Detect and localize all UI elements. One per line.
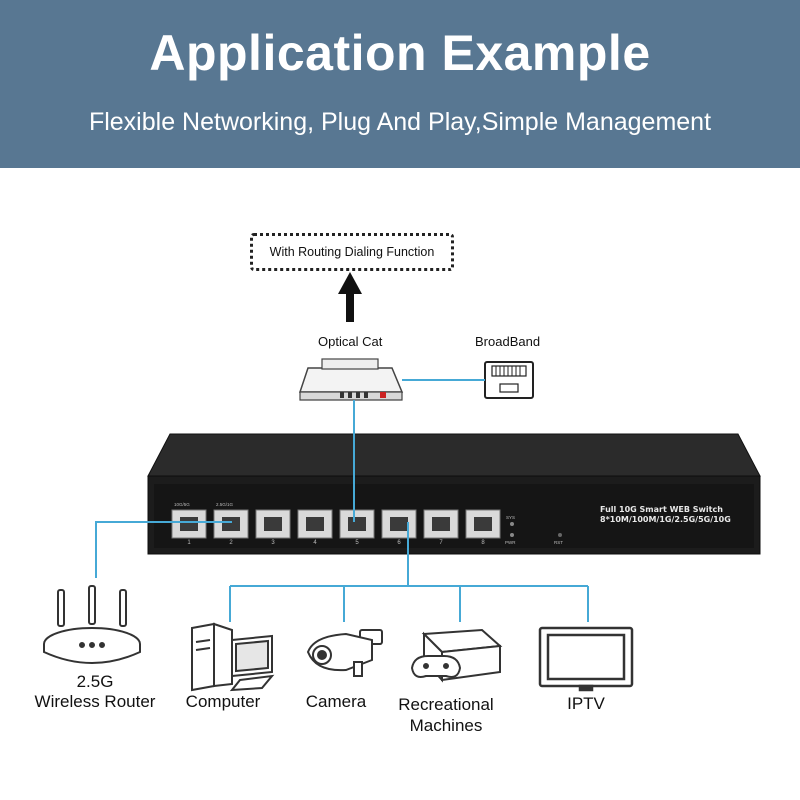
link-router xyxy=(95,521,232,578)
computer-label: Computer xyxy=(185,692,261,711)
port-number: 5 xyxy=(355,540,359,546)
header-banner: Application Example Flexible Networking,… xyxy=(0,0,800,168)
up-arrow-icon xyxy=(338,272,362,322)
game-console-icon xyxy=(410,628,503,683)
router-label: 2.5G Wireless Router xyxy=(30,672,160,712)
iptv-label: IPTV xyxy=(567,694,605,713)
router-label-line1: 2.5G xyxy=(76,672,114,691)
routing-function-label: With Routing Dialing Function xyxy=(269,245,435,259)
port-number: 1 xyxy=(187,540,191,546)
router-label-line2: Wireless Router xyxy=(34,692,156,711)
reset-label: RST xyxy=(554,540,563,545)
port-number: 4 xyxy=(313,540,317,546)
port-number: 2 xyxy=(229,540,233,546)
page-subtitle: Flexible Networking, Plug And Play,Simpl… xyxy=(88,108,712,136)
port-number: 6 xyxy=(397,540,401,546)
routing-function-box: With Routing Dialing Function xyxy=(250,233,454,271)
broadband-label: BroadBand xyxy=(475,334,541,349)
computer-icon xyxy=(191,622,275,692)
port-group-left-label: 10G/5G xyxy=(174,502,190,507)
camera-icon xyxy=(306,629,383,677)
port-group-right-label: 2.5G/1G xyxy=(216,502,234,507)
recreational-label-line1: Recreational xyxy=(398,695,494,714)
optical-cat-label: Optical Cat xyxy=(318,334,383,349)
camera-label: Camera xyxy=(305,692,367,711)
broadband-jack-icon xyxy=(484,361,534,399)
page-title: Application Example xyxy=(149,25,651,81)
port-number: 7 xyxy=(439,540,443,546)
tv-icon xyxy=(538,626,634,692)
switch-model-line1: Full 10G Smart WEB Switch xyxy=(600,505,723,514)
led-sys-label: SYS xyxy=(506,515,516,520)
switch-model-label: Full 10G Smart WEB Switch 8*10M/100M/1G/… xyxy=(600,505,731,525)
switch-model-line2: 8*10M/100M/1G/2.5G/5G/10G xyxy=(600,515,731,524)
port-number: 8 xyxy=(481,540,485,546)
recreational-label: Recreational Machines xyxy=(390,694,502,736)
wireless-router-icon xyxy=(43,585,141,664)
switch-device xyxy=(147,433,761,555)
link-tree xyxy=(229,522,589,622)
port-number: 3 xyxy=(271,540,275,546)
recreational-label-line2: Machines xyxy=(409,716,483,735)
optical-cat-icon xyxy=(298,358,404,401)
led-pwr-label: PWR xyxy=(505,540,516,545)
